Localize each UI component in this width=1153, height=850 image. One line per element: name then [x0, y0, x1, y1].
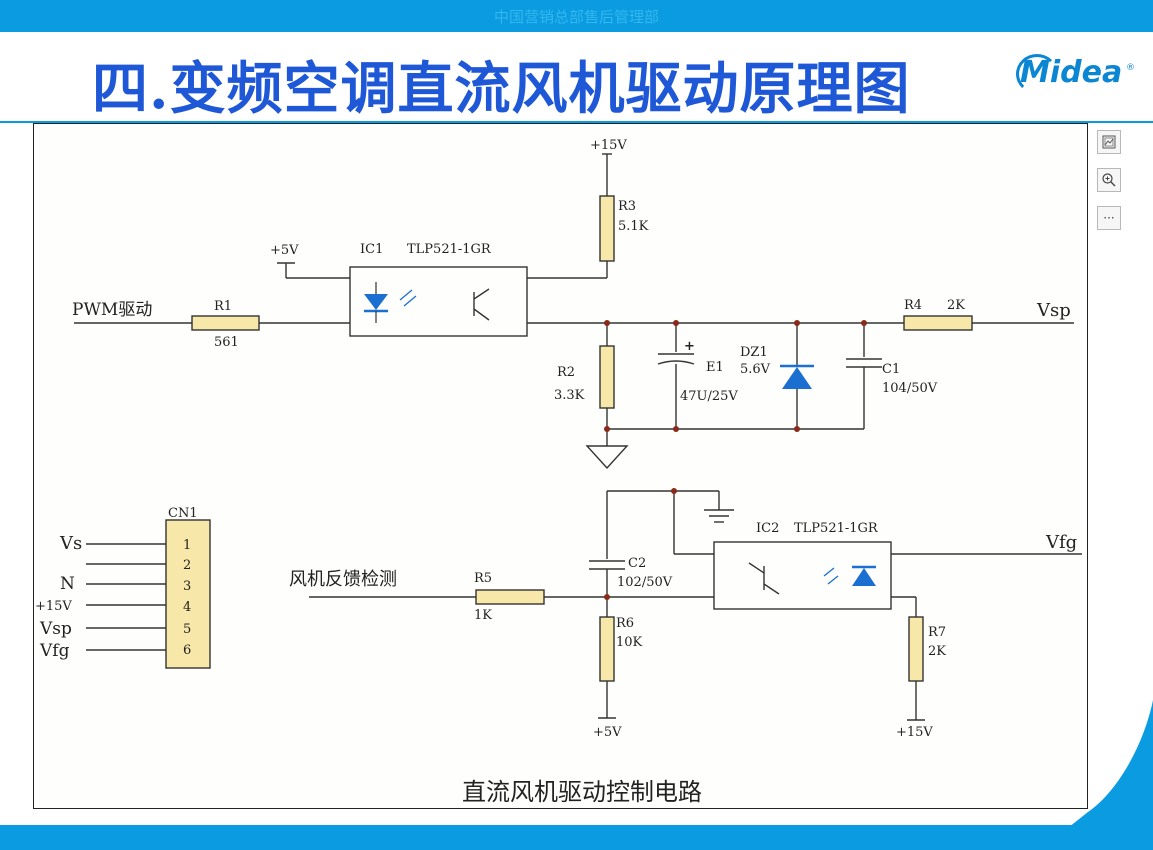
- r7-value: 2K: [928, 644, 946, 659]
- ic2-part: TLP521-1GR: [794, 521, 879, 536]
- e1-polarity: +: [684, 339, 695, 354]
- r7-name: R7: [928, 625, 946, 640]
- r5-value: 1K: [474, 608, 492, 623]
- cn1-label-n: N: [60, 574, 75, 594]
- cn1-label-plus15v: +15V: [35, 599, 72, 614]
- ic1-part: TLP521-1GR: [407, 242, 492, 257]
- c1-value: 104/50V: [882, 381, 938, 396]
- r3-plus15v-label: +15V: [590, 138, 627, 153]
- cn1-label-vfg: Vfg: [39, 641, 70, 661]
- r2-value: 3.3K: [554, 388, 585, 403]
- top-banner: [0, 0, 1153, 32]
- dz1-value: 5.6V: [740, 362, 771, 377]
- cn1-label-vsp: Vsp: [39, 619, 72, 639]
- diagram-caption: 直流风机驱动控制电路: [462, 778, 702, 806]
- vsp-label: Vsp: [1036, 300, 1071, 321]
- cn1-name: CN1: [168, 506, 198, 521]
- cn1-pin-3: 3: [183, 579, 191, 594]
- r3-value: 5.1K: [618, 219, 649, 234]
- pwm-drive-label: PWM驱动: [72, 300, 152, 320]
- more-button[interactable]: ···: [1097, 206, 1121, 230]
- c2-value: 102/50V: [617, 575, 673, 590]
- slide-title: 四.变频空调直流风机驱动原理图: [92, 56, 911, 122]
- dz1-name: DZ1: [740, 345, 768, 360]
- cn1-pin-6: 6: [183, 643, 191, 658]
- bottom-banner: [0, 825, 1153, 850]
- r1-name: R1: [214, 299, 232, 314]
- r4-value: 2K: [947, 298, 965, 313]
- c1-name: C1: [882, 362, 900, 377]
- fan-feedback-label: 风机反馈检测: [289, 569, 397, 590]
- ic1-plus5v-label: +5V: [270, 243, 299, 258]
- r4-name: R4: [904, 298, 922, 313]
- ic2-name: IC2: [756, 521, 779, 536]
- r1-value: 561: [214, 335, 239, 350]
- banner-text: 中国营销总部售后管理部: [493, 8, 659, 26]
- cn1-pin-5: 5: [183, 622, 191, 637]
- zoom-in-icon[interactable]: [1097, 168, 1121, 192]
- cn1-pin-1: 1: [183, 538, 191, 553]
- e1-value: 47U/25V: [680, 389, 738, 404]
- r6-value: 10K: [616, 635, 643, 650]
- r7-plus15v-label: +15V: [896, 725, 933, 740]
- ic1-name: IC1: [360, 242, 383, 257]
- r2-name: R2: [557, 365, 575, 380]
- r3-name: R3: [618, 199, 636, 214]
- c2-name: C2: [628, 556, 646, 571]
- logo-mark: [1016, 54, 1058, 94]
- r6-plus5v-label: +5V: [593, 725, 622, 740]
- brand-logo: Midea: [1020, 55, 1123, 90]
- cn1-pin-4: 4: [183, 600, 191, 615]
- vfg-label: Vfg: [1045, 532, 1077, 553]
- logo-registered-mark: ®: [1126, 63, 1135, 73]
- schematic-svg: PWM驱动 R1 561 +5V IC1 TLP521-1GR +15V R3 …: [35, 138, 1082, 740]
- r6-name: R6: [616, 616, 634, 631]
- r5-name: R5: [474, 571, 492, 586]
- cn1-pin-2: 2: [183, 558, 191, 573]
- title-divider: [0, 121, 1153, 123]
- circuit-diagram: PWM驱动 R1 561 +5V IC1 TLP521-1GR +15V R3 …: [33, 123, 1088, 809]
- e1-name: E1: [706, 360, 724, 375]
- cn1-label-vs: Vs: [59, 533, 82, 554]
- image-icon[interactable]: [1097, 130, 1121, 154]
